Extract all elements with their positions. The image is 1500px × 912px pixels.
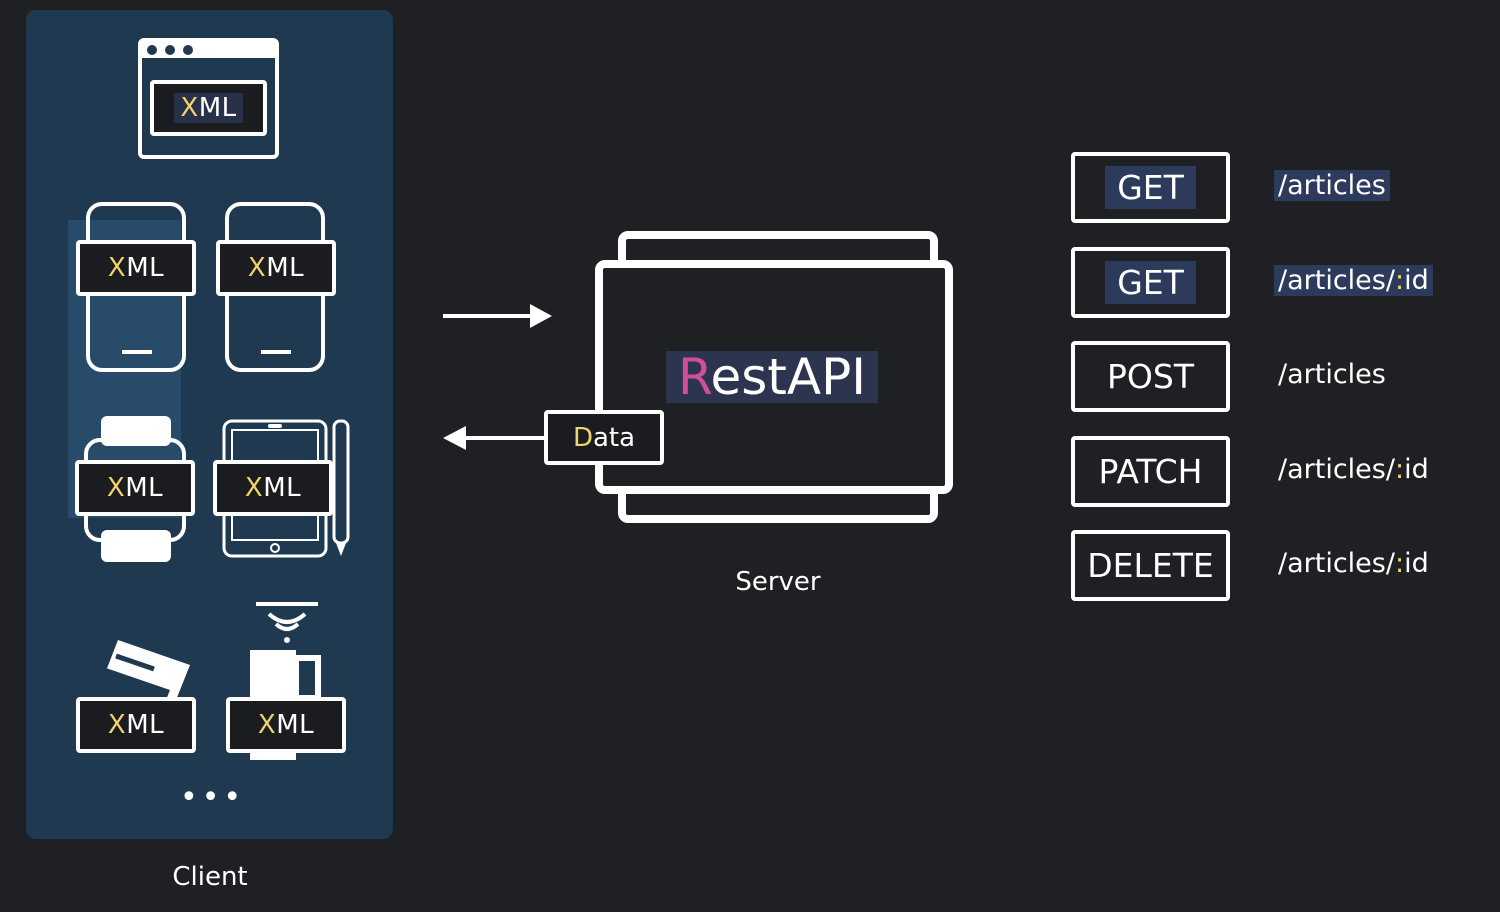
route-path: /articles: [1274, 170, 1390, 201]
browser-window-icon: [138, 38, 279, 159]
method-get-articles: GET: [1071, 152, 1230, 223]
xml-label-watch: XML: [75, 460, 195, 516]
smartwatch-icon: [84, 416, 186, 562]
server-title-rest: estAPI: [710, 348, 867, 406]
xml-label-text: XML: [180, 93, 237, 123]
xml-label-card: XML: [76, 697, 196, 753]
method-label: GET: [1105, 261, 1196, 304]
xml-label-browser: XML: [150, 80, 267, 136]
xml-label-text: XML: [257, 710, 315, 740]
method-post-articles: POST: [1071, 341, 1230, 412]
method-label: DELETE: [1087, 546, 1214, 585]
route-path: /articles/:id: [1274, 265, 1433, 296]
route-path: /articles/:id: [1278, 548, 1429, 579]
server-caption: Server: [735, 567, 821, 597]
method-label: POST: [1107, 357, 1194, 396]
xml-label-text: XML: [247, 253, 305, 283]
client-caption: Client: [172, 862, 248, 892]
xml-label-phone-2: XML: [216, 240, 336, 296]
xml-label-text: XML: [107, 253, 165, 283]
xml-label-tablet: XML: [213, 460, 333, 516]
request-arrow-icon: [443, 304, 552, 328]
server-title-initial: R: [678, 348, 711, 406]
data-label-rest: ata: [592, 422, 636, 453]
method-label: PATCH: [1098, 452, 1203, 491]
more-devices-ellipsis: •••: [180, 780, 246, 815]
data-label-initial: D: [572, 422, 593, 453]
xml-label-nfc: XML: [226, 697, 346, 753]
xml-label-text: XML: [107, 710, 165, 740]
method-get-article-by-id: GET: [1071, 247, 1230, 318]
credit-card-icon: [102, 640, 190, 700]
route-path: /articles: [1278, 359, 1386, 390]
xml-label-phone-1: XML: [76, 240, 196, 296]
xml-label-text: XML: [106, 473, 164, 503]
method-label: GET: [1105, 166, 1196, 209]
server-title: RestAPI: [666, 348, 879, 406]
method-patch-article: PATCH: [1071, 436, 1230, 507]
method-delete-article: DELETE: [1071, 530, 1230, 601]
route-path: /articles/:id: [1278, 454, 1429, 485]
response-arrow-icon: [443, 426, 546, 450]
xml-label-text: XML: [244, 473, 302, 503]
